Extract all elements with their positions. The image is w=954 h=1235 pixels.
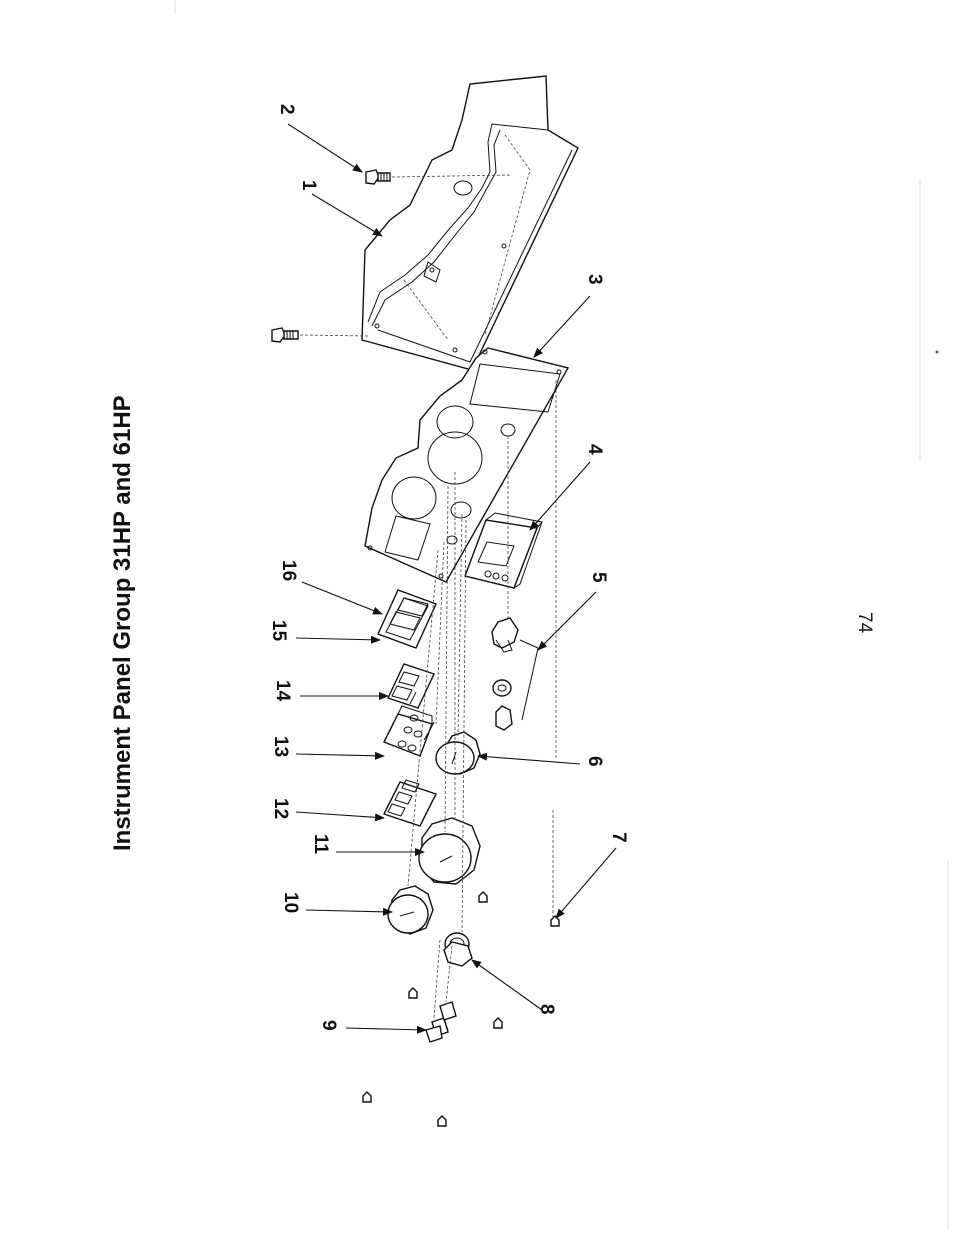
bolt-icon	[272, 328, 298, 342]
callout-1: 1	[298, 180, 319, 191]
callout-16: 16	[278, 560, 299, 581]
page-number: 74	[854, 612, 875, 634]
part-9-indicator-lights	[426, 1002, 456, 1042]
callout-6: 6	[584, 756, 605, 767]
part-11-gauge	[419, 818, 480, 884]
callout-2: 2	[276, 104, 297, 115]
part-3-panel-plate	[365, 348, 568, 582]
part-6-gauge	[436, 732, 480, 774]
callout-10: 10	[280, 892, 301, 913]
part-1-housing	[362, 76, 578, 370]
callout-13: 13	[270, 736, 291, 757]
callout-8: 8	[536, 1004, 557, 1015]
nut-icon	[438, 1116, 446, 1126]
callout-11: 11	[310, 834, 331, 855]
nut-icon	[479, 892, 487, 902]
part-13-rocker-switches	[384, 706, 434, 756]
callout-15: 15	[268, 620, 289, 642]
part-12-switch-plates	[384, 780, 436, 826]
nuts	[363, 892, 559, 1126]
page-title: Instrument Panel Group 31HP and 61HP	[109, 395, 136, 851]
callout-3: 3	[584, 274, 605, 285]
nut-icon	[409, 988, 417, 998]
callout-9: 9	[318, 1020, 339, 1031]
nut-icon	[494, 1018, 502, 1028]
scan-artifacts	[175, 0, 948, 1230]
part-8-socket	[444, 933, 472, 966]
nut-icon	[363, 1092, 371, 1102]
callout-14: 14	[272, 680, 293, 702]
bolt-icon	[366, 170, 390, 184]
part-10-gauge	[388, 886, 433, 934]
callout-5: 5	[588, 572, 609, 583]
callout-4: 4	[584, 444, 605, 455]
part-5-key-switch	[492, 618, 538, 730]
nut-icon	[551, 916, 559, 926]
part-15-16-switch-bezel	[378, 590, 436, 648]
callout-12: 12	[270, 798, 291, 819]
callout-7: 7	[608, 832, 629, 843]
